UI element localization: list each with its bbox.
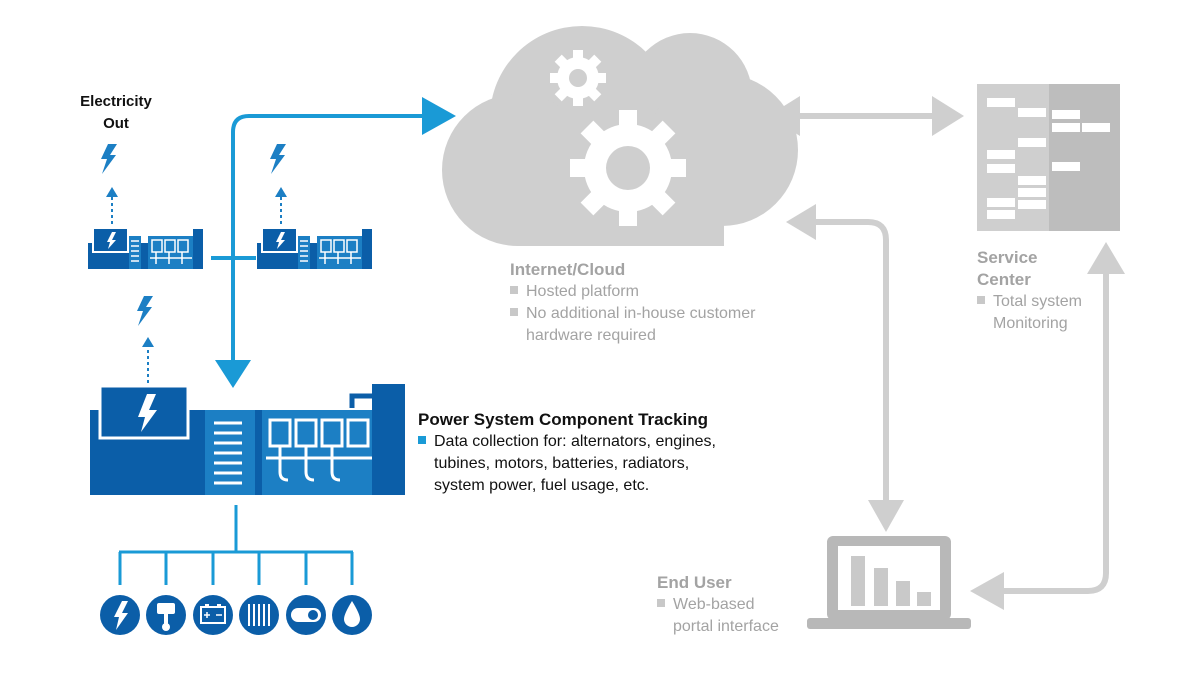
service-center-title-line2: Center	[977, 270, 1031, 289]
large-gear-icon	[570, 110, 686, 226]
service-center-label-group: Service Center Total system Monitoring	[977, 247, 1082, 335]
cloud-bullet-hosted: Hosted platform	[510, 281, 755, 303]
battery-icon	[193, 595, 233, 635]
cloud-label-group: Internet/Cloud Hosted platform No additi…	[510, 259, 755, 347]
switch-icon	[286, 595, 326, 635]
tracking-title: Power System Component Tracking	[418, 410, 709, 429]
small-generator-icon	[88, 227, 203, 269]
small-generator-icon	[257, 227, 372, 269]
lightning-bolt-icon	[101, 144, 117, 174]
service-center-bullet: Total system	[977, 291, 1082, 313]
tracking-bullet-cont1: tubines, motors, batteries, radiators,	[434, 455, 690, 472]
cloud-laptop-arrow-line	[810, 219, 889, 508]
piston-icon	[146, 595, 186, 635]
laptop-icon	[807, 536, 971, 629]
grey-arrowheads	[768, 96, 1125, 610]
electricity-out-line2: Out	[103, 115, 129, 132]
large-generator-icon	[90, 384, 405, 495]
end-user-label-group: End User Web-based portal interface	[657, 572, 779, 638]
tracking-label-group: Power System Component Tracking Data col…	[418, 409, 716, 497]
tracking-bullet: Data collection for: alternators, engine…	[418, 431, 716, 453]
grey-connectors	[790, 113, 1109, 594]
component-tree-lines	[118, 505, 354, 585]
fuel-drop-icon	[332, 595, 372, 635]
electricity-out-label: Electricity Out	[69, 91, 163, 135]
to-cloud-arrowhead	[422, 97, 456, 135]
lightning-icon	[100, 595, 140, 635]
radiator-icon	[239, 595, 279, 635]
lightning-bolt-icon	[137, 296, 153, 326]
tracking-bullet-cont2: system power, fuel usage, etc.	[434, 477, 650, 494]
bar-chart-icon	[851, 556, 931, 606]
cloud-icon	[442, 26, 798, 246]
lightning-bolt-icon	[270, 144, 286, 174]
cloud-bullet-hardware: No additional in-house customer	[510, 303, 755, 325]
service-center-building-icon	[977, 84, 1120, 231]
end-user-bullet-cont: portal interface	[673, 618, 779, 635]
service-center-bullet-cont: Monitoring	[993, 315, 1068, 332]
cloud-title: Internet/Cloud	[510, 260, 626, 279]
blue-connectors	[211, 114, 422, 360]
to-generator-arrowhead	[215, 360, 251, 388]
end-user-bullet: Web-based	[657, 594, 779, 616]
electricity-dashed-lines	[111, 195, 282, 383]
electricity-out-line1: Electricity	[80, 93, 152, 110]
service-center-title-line1: Service	[977, 248, 1038, 267]
laptop-service-arrow-line	[1000, 262, 1109, 594]
cloud-bullet-hardware-cont: hardware required	[526, 327, 656, 344]
small-gear-icon	[550, 50, 606, 106]
end-user-title: End User	[657, 573, 732, 592]
